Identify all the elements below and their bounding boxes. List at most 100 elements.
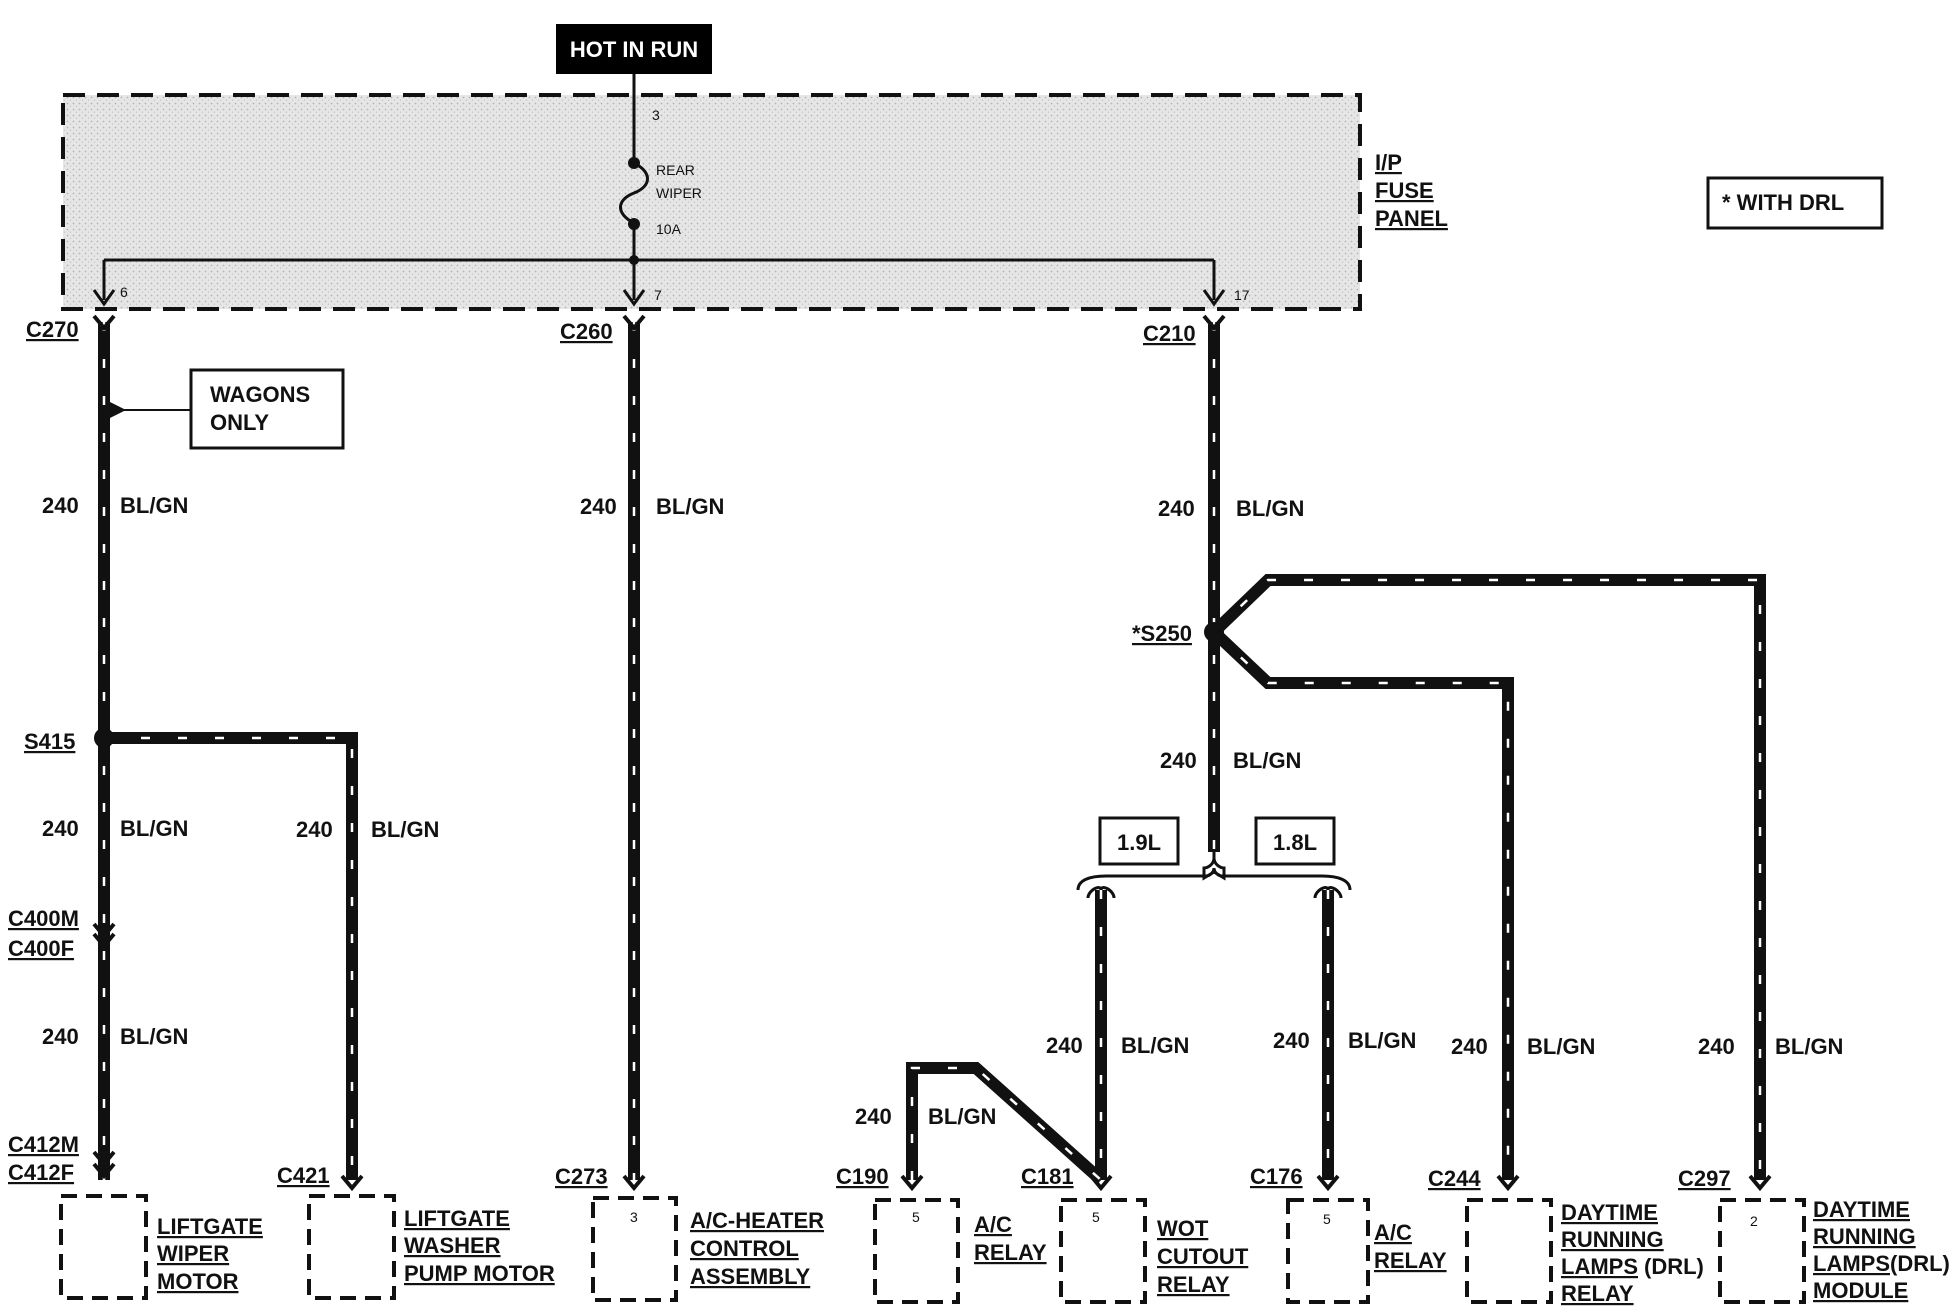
ac-heater-control-l1: A/C-HEATER bbox=[690, 1208, 824, 1233]
liftgate-washer-pump-l3: PUMP MOTOR bbox=[404, 1261, 555, 1286]
ac-relay-1-l2: RELAY bbox=[974, 1240, 1047, 1265]
wires bbox=[98, 322, 1766, 1185]
wire-circuit: 240 bbox=[580, 494, 617, 519]
ac-heater-control-l2: CONTROL bbox=[690, 1236, 799, 1261]
wire-color: BL/GN bbox=[1348, 1028, 1416, 1053]
connector-c210: C210 bbox=[1143, 321, 1196, 346]
connector-c181: C181 bbox=[1021, 1164, 1074, 1189]
drl-relay-l1: DAYTIME bbox=[1561, 1200, 1658, 1225]
splice-s250-label: *S250 bbox=[1132, 621, 1192, 646]
fuse-rating: 10A bbox=[656, 221, 682, 237]
ac-heater-control-l3: ASSEMBLY bbox=[690, 1264, 811, 1289]
wire-color: BL/GN bbox=[1121, 1033, 1189, 1058]
fuse-name-line1: REAR bbox=[656, 162, 695, 178]
connector-c260: C260 bbox=[560, 319, 613, 344]
connector-c190: C190 bbox=[836, 1164, 889, 1189]
wire-circuit: 240 bbox=[1698, 1034, 1735, 1059]
drl-module-l2: RUNNING bbox=[1813, 1224, 1916, 1249]
connector-c297: C297 bbox=[1678, 1166, 1731, 1191]
fuse-name-line2: WIPER bbox=[656, 185, 702, 201]
fuse-pin-label: 3 bbox=[652, 107, 660, 123]
connector-c270: C270 bbox=[26, 317, 79, 342]
splice-s415-dot bbox=[94, 728, 114, 748]
drl-legend: * WITH DRL bbox=[1706, 176, 1884, 230]
wire-color: BL/GN bbox=[928, 1104, 996, 1129]
drl-relay-l3: LAMPS bbox=[1561, 1254, 1638, 1279]
connector-c400m: C400M bbox=[8, 906, 79, 931]
component-labels: LIFTGATE WIPER MOTOR LIFTGATE WASHER PUM… bbox=[157, 1197, 1950, 1306]
wire-color: BL/GN bbox=[371, 817, 439, 842]
connector-c412f: C412F bbox=[8, 1160, 74, 1185]
drl-legend-text: * WITH DRL bbox=[1722, 190, 1844, 215]
wire-circuit: 240 bbox=[1273, 1028, 1310, 1053]
fuse-node-bottom bbox=[628, 218, 640, 230]
engine-option-1-8l: 1.8L bbox=[1254, 816, 1336, 866]
drl-module-l3: LAMPS bbox=[1813, 1251, 1890, 1276]
drl-relay-l4: RELAY bbox=[1561, 1281, 1634, 1306]
engine-option-brace bbox=[1076, 852, 1352, 899]
ac-relay-1-l1: A/C bbox=[974, 1212, 1012, 1237]
wagons-only-line2: ONLY bbox=[210, 410, 269, 435]
wot-cutout-relay-l1: WOT bbox=[1157, 1216, 1209, 1241]
wagons-only-line1: WAGONS bbox=[210, 382, 310, 407]
splice-s415-label: S415 bbox=[24, 729, 75, 754]
connector-chevrons bbox=[92, 314, 1772, 1192]
pin-c181: 5 bbox=[1092, 1209, 1100, 1225]
pin-right: 17 bbox=[1234, 287, 1250, 303]
engine-option-1-9l-label: 1.9L bbox=[1117, 830, 1161, 855]
drl-module-l1: DAYTIME bbox=[1813, 1197, 1910, 1222]
liftgate-washer-pump-l1: LIFTGATE bbox=[404, 1206, 510, 1231]
liftgate-wiper-motor-l2: WIPER bbox=[157, 1241, 229, 1266]
wot-cutout-relay-l3: RELAY bbox=[1157, 1272, 1230, 1297]
fuse-panel-label-line3: PANEL bbox=[1375, 206, 1448, 231]
connector-c244: C244 bbox=[1428, 1166, 1481, 1191]
bus-node bbox=[629, 255, 639, 265]
pin-c297: 2 bbox=[1750, 1213, 1758, 1229]
ac-relay-2-l1: A/C bbox=[1374, 1220, 1412, 1245]
fuse-panel-label-line1: I/P bbox=[1375, 150, 1402, 175]
wagons-only-note: WAGONS ONLY bbox=[106, 368, 345, 450]
component-boxes bbox=[59, 1194, 1806, 1304]
drl-relay-l2: RUNNING bbox=[1561, 1227, 1664, 1252]
fuse-node-top bbox=[628, 157, 640, 169]
wire-labels: 240 BL/GN 240 BL/GN 240 BL/GN 240 BL/GN … bbox=[42, 493, 1843, 1129]
connector-c400f: C400F bbox=[8, 936, 74, 961]
pin-center: 7 bbox=[654, 287, 662, 303]
liftgate-wiper-motor-l3: MOTOR bbox=[157, 1269, 239, 1294]
engine-option-1-8l-label: 1.8L bbox=[1273, 830, 1317, 855]
liftgate-wiper-motor-l1: LIFTGATE bbox=[157, 1214, 263, 1239]
wot-cutout-relay-l2: CUTOUT bbox=[1157, 1244, 1249, 1269]
wire-color: BL/GN bbox=[120, 493, 188, 518]
engine-option-1-9l: 1.9L bbox=[1098, 816, 1180, 866]
wire-circuit: 240 bbox=[1158, 496, 1195, 521]
wire-color: BL/GN bbox=[1236, 496, 1304, 521]
liftgate-washer-pump-l2: WASHER bbox=[404, 1233, 501, 1258]
connector-labels: C270 C260 C210 C400M C400F C412M C412F C… bbox=[8, 317, 1731, 1191]
drl-module-l3b: (DRL) bbox=[1890, 1251, 1950, 1276]
wire-color: BL/GN bbox=[120, 816, 188, 841]
wire-color: BL/GN bbox=[1775, 1034, 1843, 1059]
pin-c176: 5 bbox=[1323, 1211, 1331, 1227]
wire-circuit: 240 bbox=[1451, 1034, 1488, 1059]
wire-color: BL/GN bbox=[1527, 1034, 1595, 1059]
connector-c176: C176 bbox=[1250, 1164, 1303, 1189]
wire-circuit: 240 bbox=[855, 1104, 892, 1129]
wire-circuit: 240 bbox=[296, 817, 333, 842]
pin-c273: 3 bbox=[630, 1209, 638, 1225]
wire-color: BL/GN bbox=[120, 1024, 188, 1049]
connector-c412m: C412M bbox=[8, 1132, 79, 1157]
fuse-panel: I/P FUSE PANEL bbox=[61, 93, 1448, 311]
wire-color: BL/GN bbox=[1233, 748, 1301, 773]
wire-color: BL/GN bbox=[656, 494, 724, 519]
ac-relay-2-l2: RELAY bbox=[1374, 1248, 1447, 1273]
wire-circuit: 240 bbox=[1046, 1033, 1083, 1058]
fuse-panel-label-line2: FUSE bbox=[1375, 178, 1434, 203]
drl-relay-l3b: (DRL) bbox=[1644, 1254, 1704, 1279]
connector-c273: C273 bbox=[555, 1164, 608, 1189]
wire-circuit: 240 bbox=[1160, 748, 1197, 773]
wire-circuit: 240 bbox=[42, 816, 79, 841]
hot-in-run-label: HOT IN RUN bbox=[570, 37, 698, 62]
wire-circuit: 240 bbox=[42, 1024, 79, 1049]
hot-in-run-box: HOT IN RUN bbox=[556, 24, 712, 74]
